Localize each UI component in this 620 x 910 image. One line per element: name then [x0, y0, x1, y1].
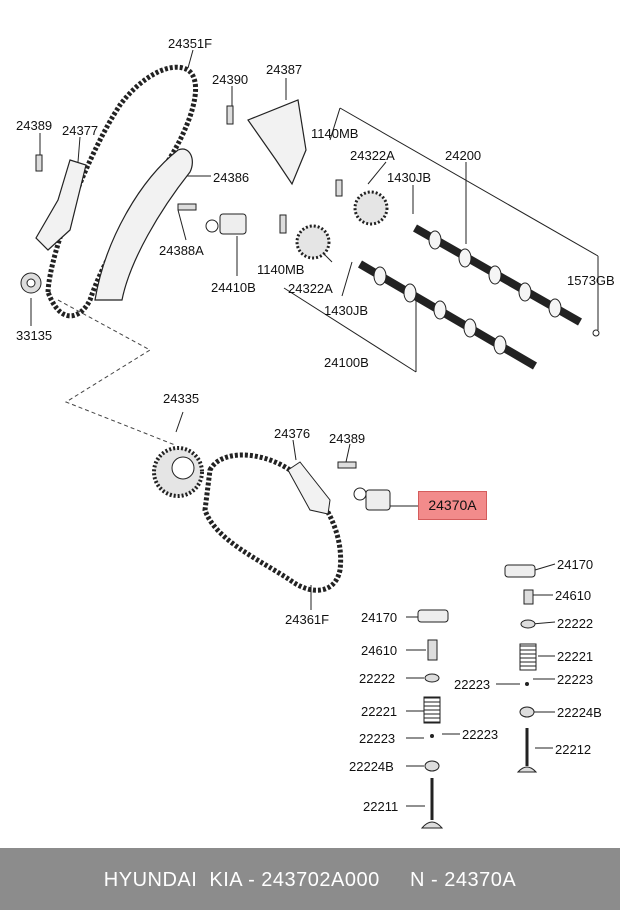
- label-22221-right: 22221: [557, 649, 594, 664]
- label-22212: 22212: [555, 742, 592, 757]
- label-24200: 24200: [445, 148, 482, 163]
- label-24390: 24390: [212, 72, 249, 87]
- label-24386: 24386: [213, 170, 250, 185]
- label-24100B: 24100B: [324, 355, 369, 370]
- label-24610-left: 24610: [361, 643, 398, 658]
- label-24389-lower: 24389: [329, 431, 366, 446]
- label-1430JB-lower: 1430JB: [324, 303, 369, 318]
- label-24322A-upper: 24322A: [350, 148, 395, 163]
- label-1140MB-lower: 1140MB: [257, 262, 305, 277]
- label-1573GB: 1573GB: [567, 273, 615, 288]
- label-24335: 24335: [163, 391, 200, 406]
- label-24410B: 24410B: [211, 280, 256, 295]
- label-22223-mid: 22223: [454, 677, 491, 692]
- parts-diagram: 24351F 24390 24387 24389 24377 1140MB 24…: [16, 36, 615, 829]
- footer-bar: HYUNDAI KIA - 243702A000 N - 24370A: [0, 848, 620, 910]
- label-22221-left: 22221: [361, 704, 398, 719]
- label-24376: 24376: [274, 426, 311, 441]
- label-22224B-left: 22224B: [349, 759, 394, 774]
- label-1430JB-upper: 1430JB: [387, 170, 432, 185]
- label-24170-right: 24170: [557, 557, 594, 572]
- label-24389-upper: 24389: [16, 118, 53, 133]
- label-22224B-right: 22224B: [557, 705, 602, 720]
- label-24377: 24377: [62, 123, 99, 138]
- label-22223-left: 22223: [359, 731, 396, 746]
- label-24322A-lower: 24322A: [288, 281, 333, 296]
- label-24387: 24387: [266, 62, 303, 77]
- label-22223-left-b: 22223: [462, 727, 499, 742]
- label-24351F: 24351F: [168, 36, 213, 51]
- label-33135: 33135: [16, 328, 53, 343]
- diagram-drawing: [20, 49, 600, 829]
- footer-part-number: HYUNDAI KIA - 243702A000 N - 24370A: [103, 869, 517, 891]
- highlighted-part-24370A[interactable]: 24370A: [418, 491, 487, 520]
- label-22223-right: 22223: [557, 672, 594, 687]
- label-24388A: 24388A: [159, 243, 204, 258]
- label-24170-left: 24170: [361, 610, 398, 625]
- label-24610-right: 24610: [555, 588, 592, 603]
- label-22211: 22211: [363, 799, 399, 814]
- label-1140MB-upper: 1140MB: [311, 126, 359, 141]
- label-22222-left: 22222: [359, 671, 396, 686]
- label-22222-right: 22222: [557, 616, 594, 631]
- label-24361F: 24361F: [285, 612, 330, 627]
